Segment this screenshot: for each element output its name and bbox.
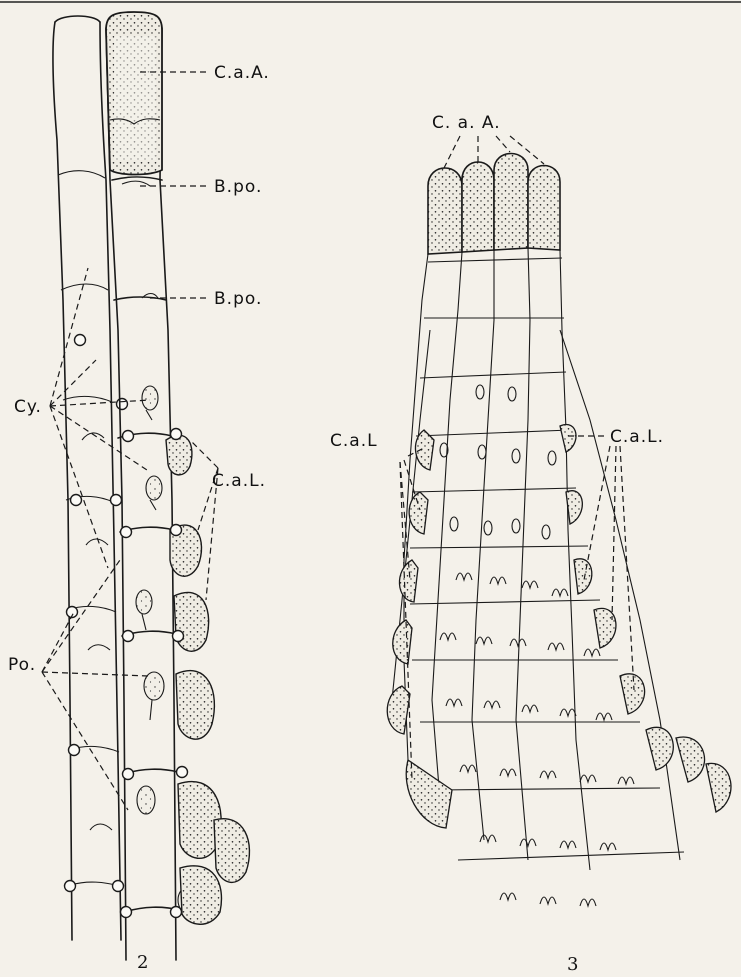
apical-cell	[494, 154, 528, 251]
pore	[173, 631, 184, 642]
lateral-apical-cell	[176, 671, 214, 740]
apical-cell	[428, 168, 462, 254]
apical-cell	[528, 166, 560, 251]
label-pore-bud-1: B.po.	[214, 177, 262, 197]
pore	[171, 429, 182, 440]
pore	[117, 399, 128, 410]
pore	[171, 525, 182, 536]
lateral-apical-cell	[214, 819, 249, 883]
figure-2-number: 2	[137, 952, 148, 973]
pore	[111, 495, 122, 506]
apical-cell	[462, 162, 494, 252]
label-lateral-apical-right: C.a.L.	[610, 427, 664, 447]
pore	[113, 881, 124, 892]
pore	[75, 335, 86, 346]
pore	[65, 881, 76, 892]
label-cyst: Cy.	[14, 397, 42, 417]
pore	[123, 631, 134, 642]
label-apical-cell: C.a.A.	[214, 63, 270, 83]
label-lateral-apical-cell: C.a.L.	[212, 471, 266, 491]
lateral-apical-cell	[174, 592, 209, 651]
pore	[123, 431, 134, 442]
lateral-apical-cell	[166, 435, 192, 475]
label-lateral-apical-left: C.a.L	[330, 431, 378, 451]
pore	[123, 769, 134, 780]
figure-3-branch	[387, 154, 731, 907]
pore	[171, 907, 182, 918]
label-apical-cells: C. a. A.	[432, 113, 501, 133]
lateral-apical-cell	[180, 866, 221, 924]
pore	[121, 527, 132, 538]
pore	[177, 767, 188, 778]
figure-3-number: 3	[567, 954, 578, 975]
pore	[121, 907, 132, 918]
label-pore-bud-2: B.po.	[214, 289, 262, 309]
pore	[69, 745, 80, 756]
pore	[71, 495, 82, 506]
label-pore: Po.	[8, 655, 36, 675]
lateral-apical-cells	[387, 424, 731, 828]
